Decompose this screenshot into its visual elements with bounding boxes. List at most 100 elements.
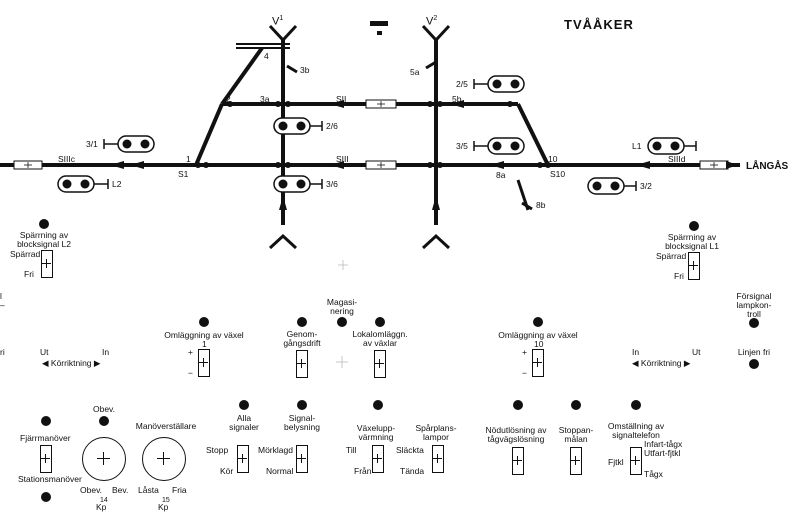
unsecured-label: Obev.: [80, 485, 103, 495]
point-10-label: 10: [548, 154, 558, 164]
line-free-label: Linjen fri: [737, 347, 771, 357]
local-switching-title: Lokalomläggn. av växlar: [352, 329, 408, 348]
through-drive-switch[interactable]: [296, 350, 308, 378]
switch-10-lever[interactable]: [532, 349, 544, 377]
block-l1-top-label: Spärrad: [656, 251, 687, 261]
v2-label: V2: [426, 15, 438, 28]
block-l1-switch[interactable]: [688, 252, 700, 280]
signal-lighting-title: Signal- belysning: [284, 413, 320, 432]
point-5b-label: 5b: [452, 94, 462, 104]
point-heating-off: Från: [354, 466, 372, 476]
all-signals-go: Kör: [220, 466, 234, 476]
track-lamps-switch[interactable]: [432, 445, 444, 473]
distant-signal-title: Försignal lampkon- troll: [736, 291, 772, 319]
storage-title: Magasi- nering: [326, 297, 358, 316]
point-8b-label: 8b: [536, 200, 546, 210]
switch-1-lamp: [199, 317, 209, 327]
switch-1-plus: +: [188, 347, 193, 357]
signal-lighting-lamp: [297, 400, 307, 410]
point-heating-title: Växelupp- värmning: [356, 423, 396, 442]
block-l2-lamp: [39, 219, 49, 229]
switch-10-lamp: [533, 317, 543, 327]
point-1-label: 1: [186, 154, 191, 164]
emergency-release-title: Nödutlösning av tågvägslösning: [485, 425, 547, 444]
emergency-release-switch[interactable]: [512, 447, 524, 475]
secured-label: Bev.: [112, 485, 129, 495]
all-signals-stop: Stopp: [206, 445, 229, 455]
all-signals-title: Alla signaler: [229, 413, 259, 432]
stop-report-switch[interactable]: [570, 447, 582, 475]
point-heating-switch[interactable]: [372, 445, 384, 473]
all-signals-switch[interactable]: [237, 445, 249, 473]
point-8a-label: 8a: [496, 170, 506, 180]
switch-10-plus: +: [522, 347, 527, 357]
direction-left-out: Ut: [40, 347, 49, 357]
switch-1-title: Omläggning av växel: [164, 330, 244, 340]
block-l1-bottom-label: Fri: [674, 271, 684, 281]
locked-label: Låsta: [138, 485, 159, 495]
telephone-entry: Infart-tågx: [644, 439, 683, 449]
through-drive-title: Genom- gångsdrift: [283, 329, 321, 348]
local-switching-switch[interactable]: [374, 350, 386, 378]
free-label: Fria: [172, 485, 187, 495]
track-lamps-on: Tända: [400, 466, 425, 476]
signal-lighting-normal: Normal: [266, 466, 294, 476]
v1-label: V1: [272, 15, 284, 28]
siding-spur-track: [220, 46, 264, 106]
telephone-exit: Utfart-fjtkl: [644, 448, 681, 458]
signal-s10-label: S10: [550, 169, 566, 179]
signal-3-1-label: 3/1: [86, 139, 98, 149]
storage-lamp: [337, 317, 347, 327]
stop-report-title: Stoppan- målan: [558, 425, 594, 444]
switch-1-lever[interactable]: [198, 349, 210, 377]
signal-l2-label: L2: [112, 179, 122, 189]
station-lamp: [41, 492, 51, 502]
key-14-number: 14: [100, 497, 108, 504]
unsecured-lamp: [99, 416, 109, 426]
direction-left-in: In: [102, 347, 110, 357]
signal-l1-label: L1: [632, 141, 642, 151]
track-lamps-title: Spårplans- lampor: [415, 423, 457, 442]
block-l2-switch[interactable]: [41, 250, 53, 278]
operating-selector-title: Manöverställare: [135, 421, 197, 431]
right-diverging-track: [516, 103, 550, 166]
direction-right-in: In: [632, 347, 640, 357]
edge-left-fragment-2: ri: [0, 347, 5, 357]
block-l2-bottom-label: Fri: [24, 269, 34, 279]
point-5a-label: 5a: [410, 67, 420, 77]
signal-3-6-label: 3/6: [326, 179, 338, 189]
key-15-knob[interactable]: [142, 437, 186, 481]
point-2-label: 2: [226, 94, 231, 104]
block-l2-top-label: Spärrad: [10, 249, 41, 259]
remote-station-switch[interactable]: [40, 445, 52, 473]
signal-2-5-label: 2/5: [456, 79, 468, 89]
signal-s1-label: S1: [178, 169, 189, 179]
unsecured-top-label: Obev.: [92, 404, 116, 414]
point-heating-on: Till: [346, 445, 357, 455]
switch-10-minus: −: [522, 368, 527, 378]
local-switching-lamp: [375, 317, 385, 327]
distant-signal-lamp: [749, 318, 759, 328]
track-siiic-label: SIIIc: [58, 154, 76, 164]
track-lamps-off: Släckta: [396, 445, 424, 455]
point-3a-label: 3a: [260, 94, 270, 104]
remote-lamp: [41, 416, 51, 426]
direction-left-label[interactable]: ◀ Körriktning ▶: [42, 358, 101, 368]
telephone-title: Omställning av signaltelefon: [607, 421, 665, 440]
track-sii-label: SII: [336, 94, 347, 104]
telephone-switch[interactable]: [630, 447, 642, 475]
through-drive-lamp: [297, 317, 307, 327]
telephone-lamp: [631, 400, 641, 410]
direction-right-label[interactable]: ◀ Körriktning ▶: [632, 358, 691, 368]
emergency-release-lamp: [513, 400, 523, 410]
signal-3-2-label: 3/2: [640, 181, 652, 191]
block-l1-title: Spärrning av blocksignal L1: [665, 232, 719, 251]
station-label: Stationsmanöver: [18, 474, 82, 484]
switch-10-number: 10: [534, 339, 544, 349]
telephone-fjtkl: Fjtkl: [608, 457, 624, 467]
key-14-knob[interactable]: [82, 437, 126, 481]
direction-right-out: Ut: [692, 347, 701, 357]
signal-lighting-switch[interactable]: [296, 445, 308, 473]
switch-1-number: 1: [202, 339, 207, 349]
